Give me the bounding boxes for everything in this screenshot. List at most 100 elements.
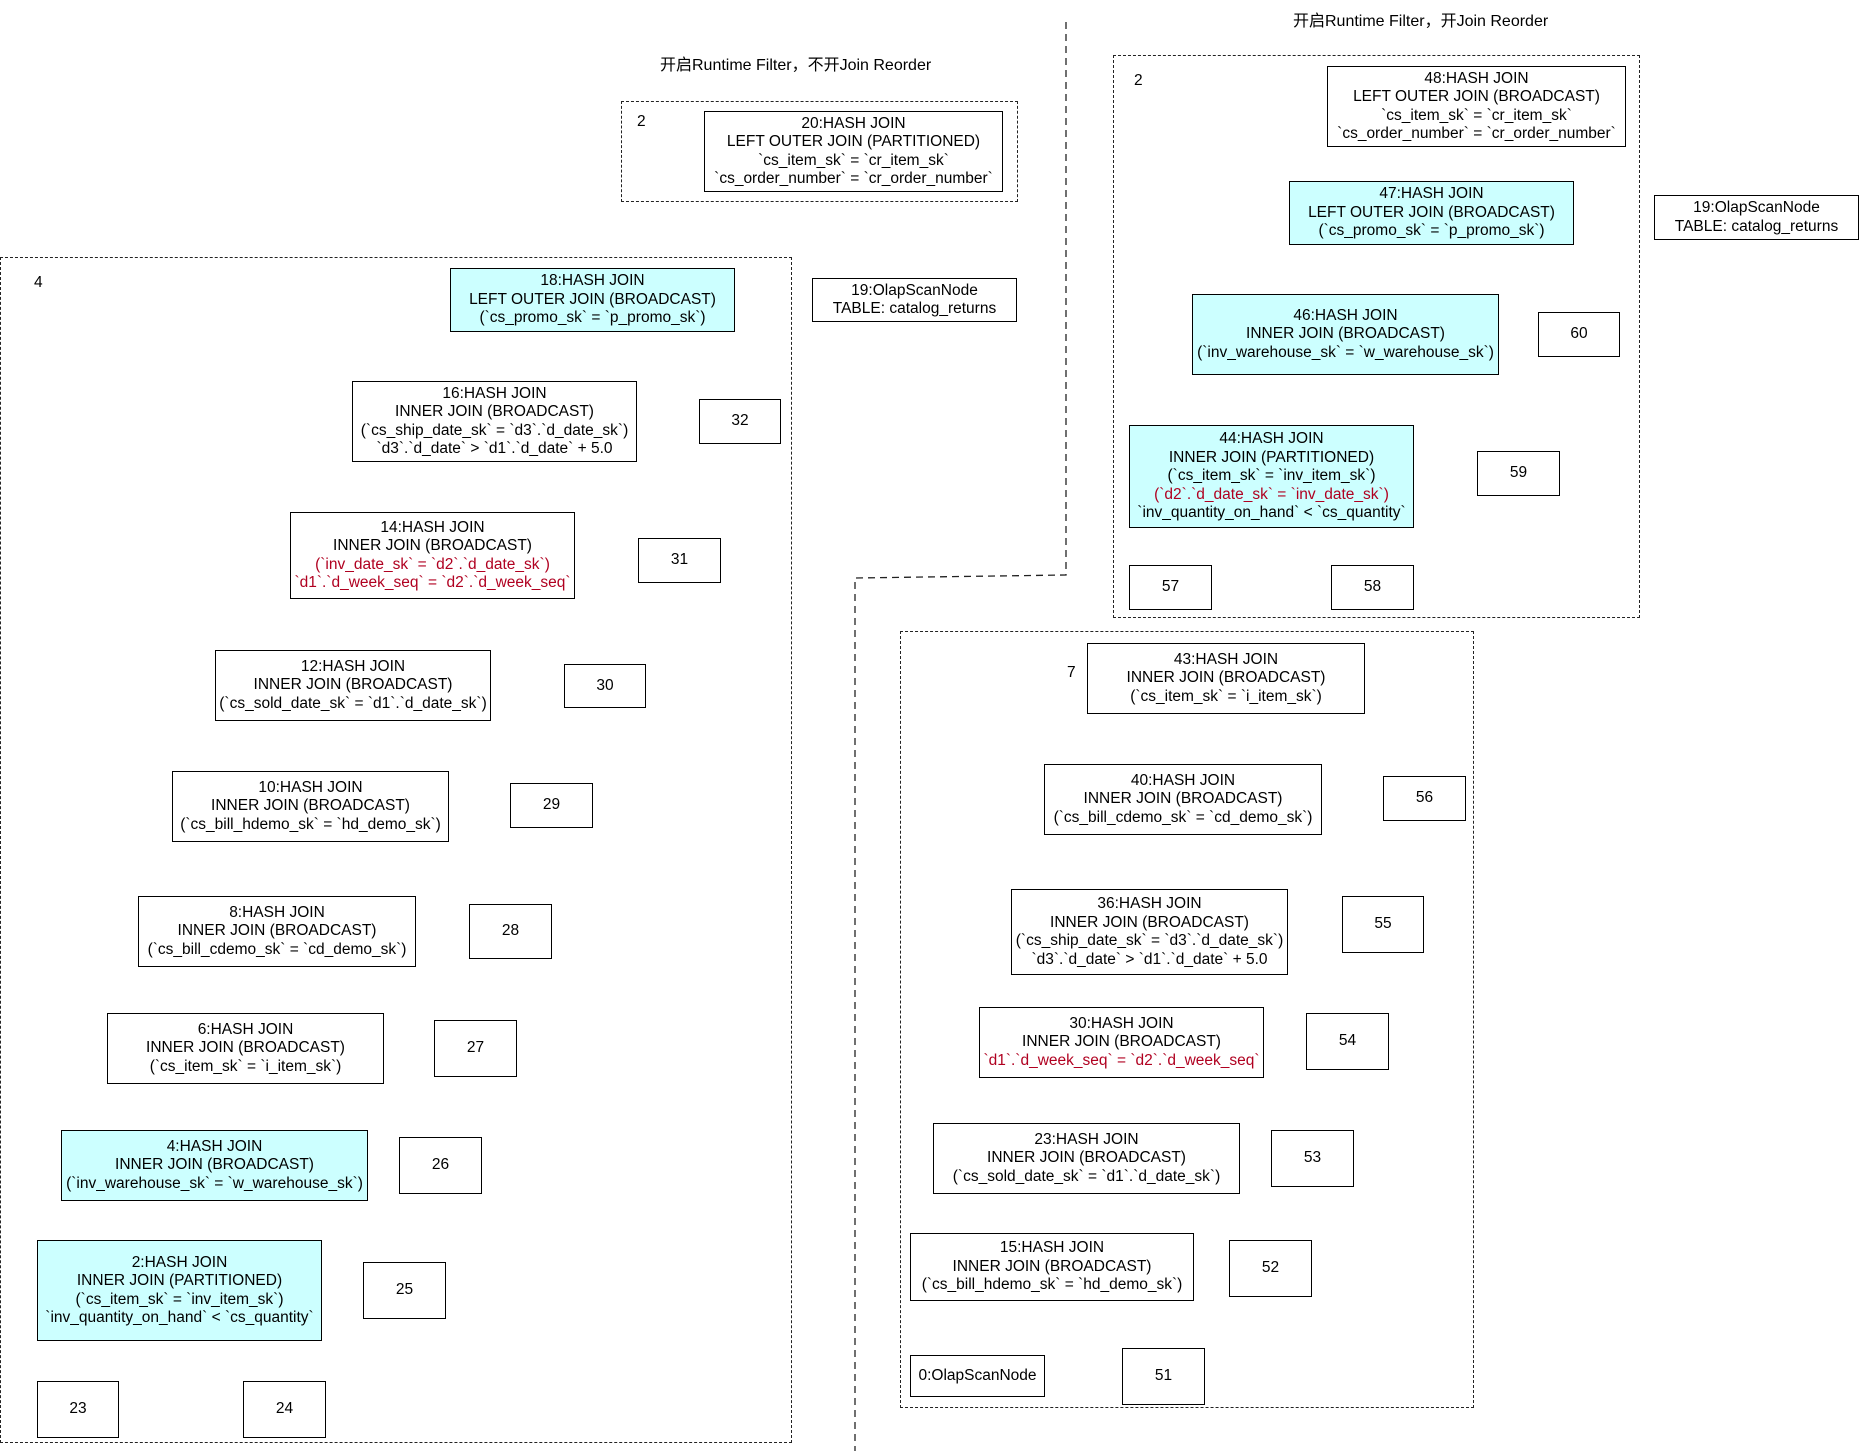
node-line: 23:HASH JOIN [1034, 1130, 1139, 1148]
node-line: 46:HASH JOIN [1293, 306, 1398, 324]
plan-node-23-hash-join: 23:HASH JOIN INNER JOIN (BROADCAST) (`cs… [933, 1123, 1240, 1194]
node-line: 15:HASH JOIN [999, 1239, 1105, 1257]
node-line: `inv_quantity_on_hand` < `cs_quantity` [45, 1309, 314, 1326]
caption-join-reorder: 开启Runtime Filter，开Join Reorder [1293, 13, 1549, 30]
plan-box-27: 27 [434, 1020, 517, 1077]
plan-box-59: 59 [1477, 451, 1560, 496]
node-line: 48:HASH JOIN [1424, 69, 1529, 87]
plan-box-52: 52 [1229, 1240, 1312, 1297]
node-line: INNER JOIN (BROADCAST) [395, 403, 594, 420]
node-line: 43:HASH JOIN [1173, 650, 1279, 668]
plan-box-57: 57 [1129, 565, 1212, 610]
node-line: INNER JOIN (PARTITIONED) [76, 1272, 283, 1289]
plan-node-18-hash-join: 18:HASH JOIN LEFT OUTER JOIN (BROADCAST)… [450, 268, 735, 332]
node-line: (`inv_warehouse_sk` = `w_warehouse_sk`) [66, 1174, 363, 1192]
plan-node-14-hash-join: 14:HASH JOIN INNER JOIN (BROADCAST) (`in… [290, 512, 575, 599]
plan-box-56: 56 [1383, 776, 1466, 821]
node-line: 20:HASH JOIN [801, 114, 906, 132]
node-line: `inv_quantity_on_hand` < `cs_quantity` [1137, 504, 1406, 522]
node-line: (`cs_promo_sk` = `p_promo_sk`) [479, 309, 706, 327]
plan-node-43-hash-join: 43:HASH JOIN INNER JOIN (BROADCAST) (`cs… [1087, 643, 1365, 714]
node-line: 44:HASH JOIN [1219, 430, 1324, 448]
node-line: INNER JOIN (PARTITIONED) [1168, 448, 1375, 466]
plan-node-0-olap-scan: 0:OlapScanNode [910, 1355, 1045, 1397]
node-line: (`inv_warehouse_sk` = `w_warehouse_sk`) [1197, 343, 1494, 361]
node-line: 10:HASH JOIN [258, 778, 363, 796]
plan-node-20-hash-join: 20:HASH JOIN LEFT OUTER JOIN (PARTITIONE… [704, 111, 1003, 192]
node-line: 6:HASH JOIN [197, 1020, 294, 1038]
node-line: INNER JOIN (BROADCAST) [952, 1257, 1152, 1275]
node-line: INNER JOIN (BROADCAST) [1083, 790, 1283, 808]
plan-node-47-hash-join: 47:HASH JOIN LEFT OUTER JOIN (BROADCAST)… [1289, 181, 1574, 245]
plan-node-8-hash-join: 8:HASH JOIN INNER JOIN (BROADCAST) (`cs_… [138, 896, 416, 967]
node-line: (`cs_item_sk` = `inv_item_sk`) [1167, 467, 1376, 485]
node-line: (`cs_item_sk` = `i_item_sk`) [149, 1057, 342, 1075]
plan-box-53: 53 [1271, 1130, 1354, 1187]
node-line: 0:OlapScanNode [918, 1366, 1037, 1384]
node-line: INNER JOIN (BROADCAST) [253, 676, 453, 694]
plan-node-48-hash-join: 48:HASH JOIN LEFT OUTER JOIN (BROADCAST)… [1327, 66, 1626, 147]
node-line: (`cs_ship_date_sk` = `d3`.`d_date_sk`) [1015, 932, 1284, 949]
plan-node-10-hash-join: 10:HASH JOIN INNER JOIN (BROADCAST) (`cs… [172, 771, 449, 842]
node-line: LEFT OUTER JOIN (PARTITIONED) [726, 133, 981, 150]
node-line: (`inv_date_sk` = `d2`.`d_date_sk`) [315, 555, 550, 573]
node-line: 30:HASH JOIN [1069, 1014, 1174, 1032]
plan-node-36-hash-join: 36:HASH JOIN INNER JOIN (BROADCAST) (`cs… [1011, 889, 1288, 975]
plan-node-44-hash-join: 44:HASH JOIN INNER JOIN (PARTITIONED) (`… [1129, 425, 1414, 528]
node-line: `d1`.`d_week_seq` = `d2`.`d_week_seq` [294, 574, 571, 591]
plan-box-51: 51 [1122, 1348, 1205, 1405]
node-line: 8:HASH JOIN [229, 903, 325, 921]
node-line: TABLE: catalog_returns [1674, 217, 1839, 235]
node-line: (`cs_bill_hdemo_sk` = `hd_demo_sk`) [180, 815, 441, 833]
plan-node-46-hash-join: 46:HASH JOIN INNER JOIN (BROADCAST) (`in… [1192, 294, 1499, 375]
plan-node-15-hash-join: 15:HASH JOIN INNER JOIN (BROADCAST) (`cs… [910, 1233, 1194, 1301]
node-line: 12:HASH JOIN [300, 657, 406, 675]
node-line: (`cs_bill_cdemo_sk` = `cd_demo_sk`) [147, 940, 407, 958]
plan-node-4-hash-join: 4:HASH JOIN INNER JOIN (BROADCAST) (`inv… [61, 1130, 368, 1201]
plan-box-28: 28 [469, 904, 552, 959]
node-line: `cs_order_number` = `cr_order_number` [1337, 125, 1616, 142]
node-line: `cs_item_sk` = `cr_item_sk` [1381, 106, 1572, 124]
node-line: INNER JOIN (BROADCAST) [333, 537, 532, 554]
plan-node-2-hash-join: 2:HASH JOIN INNER JOIN (PARTITIONED) (`c… [37, 1240, 322, 1341]
plan-box-23: 23 [37, 1381, 119, 1438]
node-line: 40:HASH JOIN [1130, 771, 1236, 789]
plan-node-16-hash-join: 16:HASH JOIN INNER JOIN (BROADCAST) (`cs… [352, 381, 637, 462]
plan-box-24: 24 [243, 1381, 326, 1438]
plan-box-54: 54 [1306, 1013, 1389, 1070]
node-line: (`d2`.`d_date_sk` = `inv_date_sk`) [1154, 485, 1389, 503]
node-line: 16:HASH JOIN [442, 384, 547, 402]
node-line: (`cs_bill_hdemo_sk` = `hd_demo_sk`) [921, 1276, 1183, 1294]
node-line: (`cs_item_sk` = `inv_item_sk`) [75, 1290, 284, 1308]
node-line: `d3`.`d_date` > `d1`.`d_date` + 5.0 [376, 440, 613, 457]
fragment-2-right [1113, 55, 1640, 618]
node-line: (`cs_promo_sk` = `p_promo_sk`) [1318, 222, 1545, 240]
node-line: INNER JOIN (BROADCAST) [987, 1149, 1186, 1167]
fragment-label: 7 [1067, 664, 1076, 681]
plan-node-40-hash-join: 40:HASH JOIN INNER JOIN (BROADCAST) (`cs… [1044, 764, 1322, 835]
node-line: INNER JOIN (BROADCAST) [211, 797, 410, 815]
node-line: INNER JOIN (BROADCAST) [115, 1156, 314, 1174]
node-line: 19:OlapScanNode [1693, 199, 1820, 216]
caption-no-join-reorder: 开启Runtime Filter，不开Join Reorder [660, 57, 932, 74]
plan-box-31: 31 [638, 538, 721, 583]
node-line: INNER JOIN (BROADCAST) [146, 1039, 345, 1057]
fragment-label: 2 [1134, 72, 1143, 89]
node-line: LEFT OUTER JOIN (BROADCAST) [1308, 203, 1555, 221]
node-line: INNER JOIN (BROADCAST) [1126, 669, 1326, 687]
fragment-2-left [621, 101, 1018, 202]
node-line: 14:HASH JOIN [380, 518, 485, 536]
plan-box-26: 26 [399, 1137, 482, 1194]
node-line: `cs_item_sk` = `cr_item_sk` [758, 151, 949, 169]
node-line: INNER JOIN (BROADCAST) [177, 922, 377, 940]
node-line: (`cs_ship_date_sk` = `d3`.`d_date_sk`) [360, 421, 629, 439]
plan-node-19-olap-scan: 19:OlapScanNode TABLE: catalog_returns [812, 278, 1017, 322]
node-line: `d1`.`d_week_seq` = `d2`.`d_week_seq` [983, 1051, 1260, 1069]
node-line: 18:HASH JOIN [540, 272, 645, 290]
plan-box-60: 60 [1538, 312, 1620, 357]
node-line: TABLE: catalog_returns [832, 300, 997, 317]
plan-node-30-hash-join: 30:HASH JOIN INNER JOIN (BROADCAST) `d1`… [979, 1007, 1264, 1078]
node-line: INNER JOIN (BROADCAST) [1050, 913, 1249, 931]
node-line: (`cs_bill_cdemo_sk` = `cd_demo_sk`) [1053, 808, 1313, 826]
